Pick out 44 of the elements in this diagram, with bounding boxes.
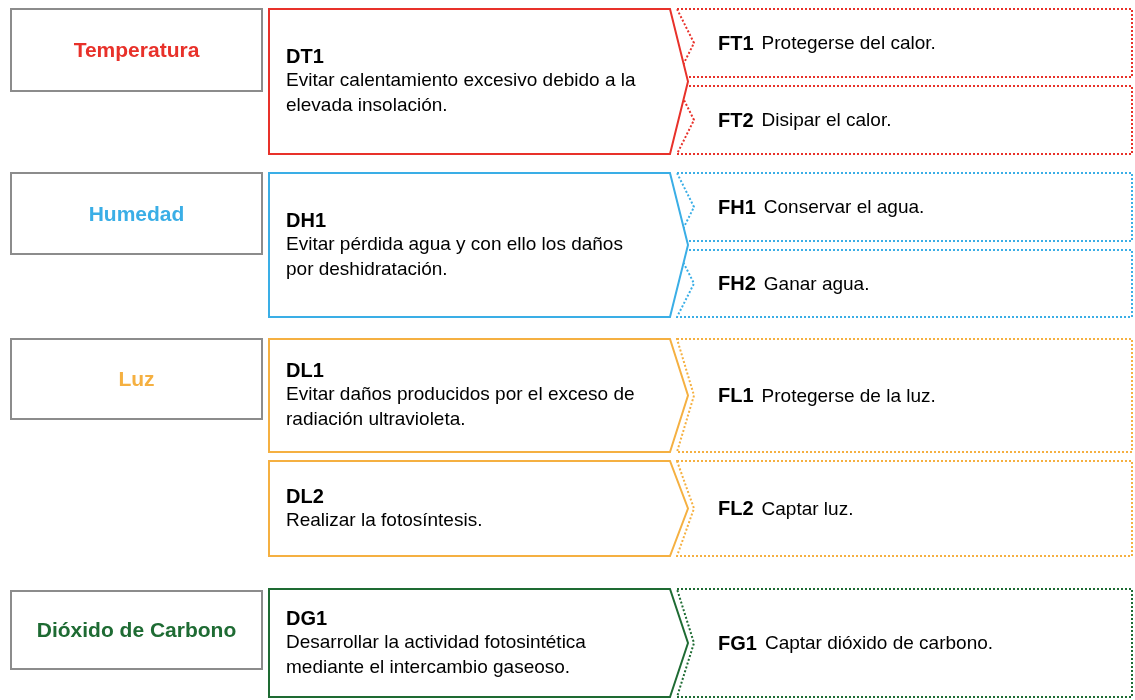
dotted-box	[676, 172, 1133, 242]
description-text: Captar luz.	[761, 497, 854, 520]
category-label: Temperatura	[73, 38, 200, 62]
category-label: Dióxido de Carbono	[36, 618, 237, 642]
code-label: FH1	[718, 195, 756, 219]
dotted-box	[676, 588, 1133, 698]
description-text: Desarrollar la actividad fotosintética mediante el intercambio gaseoso.	[286, 629, 587, 679]
dotted-box	[676, 249, 1133, 318]
dotted-box	[676, 338, 1133, 453]
description-text: Ganar agua.	[763, 272, 870, 295]
description-text: Conservar el agua.	[763, 196, 925, 218]
description-text: Protegerse de la luz.	[761, 384, 936, 407]
description-text: Captar dióxido de carbono.	[764, 632, 994, 654]
category-box	[10, 590, 263, 670]
chevron-box	[268, 172, 690, 318]
dotted-box	[676, 460, 1133, 557]
code-label: FG1	[718, 631, 757, 655]
description-text: Disipar el calor.	[761, 109, 892, 131]
code-label: FL2	[718, 497, 754, 520]
code-label: DH1	[286, 208, 327, 232]
description-text: Evitar daños producidos por el exceso de radiación ultravioleta.	[286, 382, 636, 431]
code-label: FH2	[718, 272, 756, 295]
dotted-box	[676, 8, 1133, 78]
code-label: FT2	[718, 108, 754, 132]
code-label: DG1	[286, 606, 329, 630]
description-text: Realizar la fotosíntesis.	[286, 507, 484, 532]
code-label: FL1	[718, 384, 754, 407]
category-box	[10, 338, 263, 420]
chevron-box	[268, 460, 690, 557]
code-label: DL1	[286, 359, 325, 383]
dotted-box	[676, 85, 1133, 155]
category-box	[10, 8, 263, 92]
chevron-box	[268, 588, 690, 698]
category-box	[10, 172, 263, 255]
description-text: Protegerse del calor.	[761, 32, 936, 54]
code-label: DT1	[286, 45, 325, 69]
description-text: Evitar calentamiento excesivo debido a la elevada insolación.	[286, 68, 637, 117]
category-label: Luz	[118, 367, 155, 391]
description-text: Evitar pérdida agua y con ello los daños por deshidratación.	[286, 231, 624, 281]
code-label: DL2	[286, 484, 325, 508]
chevron-box	[268, 338, 690, 453]
code-label: FT1	[718, 31, 754, 55]
chevron-box	[268, 8, 690, 155]
category-label: Humedad	[88, 201, 185, 226]
